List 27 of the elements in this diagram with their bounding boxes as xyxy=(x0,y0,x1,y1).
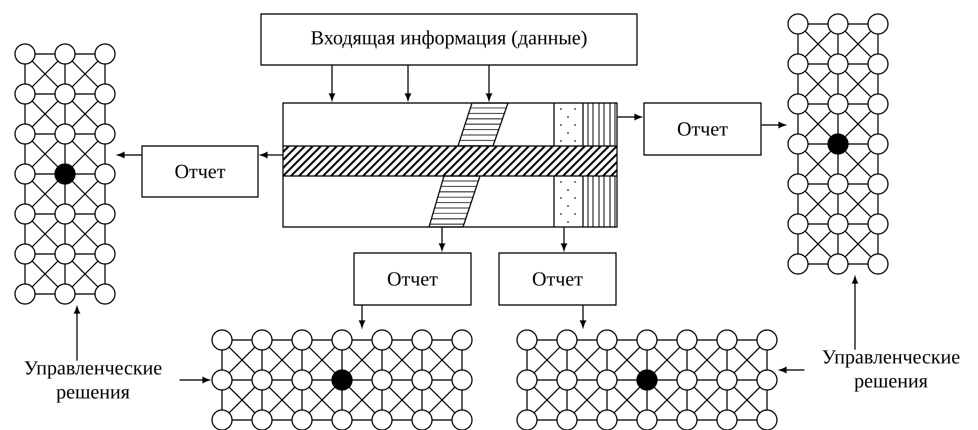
network-drawing xyxy=(787,13,889,275)
arrow xyxy=(260,152,282,158)
arrow xyxy=(180,376,210,384)
arrow xyxy=(560,228,568,251)
arrow xyxy=(762,122,786,128)
network-drawing xyxy=(14,43,116,305)
decision-label: Управленческие решения xyxy=(24,361,162,403)
arrow xyxy=(852,276,858,350)
arrow xyxy=(618,114,642,120)
hatched-band-box xyxy=(282,102,618,228)
arrow xyxy=(74,306,80,361)
arrow xyxy=(779,366,804,374)
report-box: Отчет xyxy=(141,145,259,198)
arrow xyxy=(580,306,586,328)
arrow xyxy=(404,66,412,101)
network-drawing xyxy=(211,329,473,430)
report-box: Отчет xyxy=(353,252,472,306)
arrow xyxy=(328,66,336,101)
input-box: Входящая информация (данные) xyxy=(260,13,638,66)
decision-label: Управленческие решения xyxy=(822,350,960,392)
arrow xyxy=(438,228,446,251)
report-box: Отчет xyxy=(643,102,762,156)
report-box: Отчет xyxy=(498,252,617,306)
arrow xyxy=(486,66,492,101)
network-drawing xyxy=(516,329,778,430)
arrow xyxy=(117,152,142,158)
arrow xyxy=(358,306,366,328)
